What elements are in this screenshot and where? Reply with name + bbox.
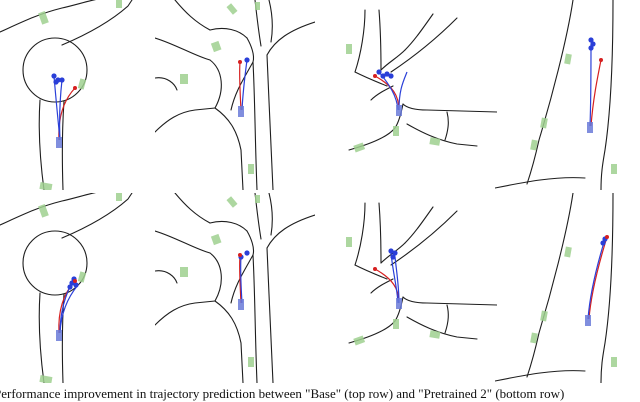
panel-base-1 (0, 0, 160, 190)
panel-pretrained-2 (155, 193, 315, 383)
panel-pretrained-1 (0, 193, 160, 383)
panel-base-3 (337, 0, 497, 190)
panel-pretrained-3 (337, 193, 497, 383)
panel-base-2 (155, 0, 315, 190)
panel-base-4 (495, 0, 640, 190)
panel-pretrained-4 (495, 193, 640, 383)
figure-caption: Performance improvement in trajectory pr… (0, 386, 565, 401)
